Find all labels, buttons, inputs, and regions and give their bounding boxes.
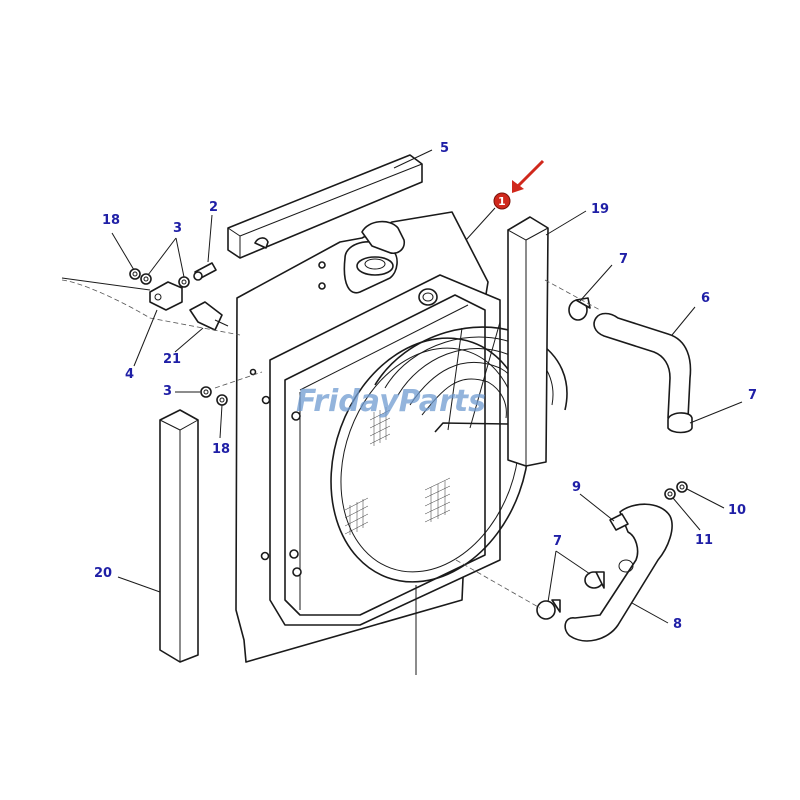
callout-18-upper[interactable]: 18 bbox=[102, 213, 120, 228]
washer-11 bbox=[664, 488, 676, 500]
red-arrow-head-icon bbox=[512, 180, 524, 193]
hose-clamp-right bbox=[667, 412, 693, 434]
callout-6[interactable]: 6 bbox=[701, 291, 710, 306]
bolt-2 bbox=[193, 262, 217, 281]
nut-18-upper bbox=[129, 268, 141, 280]
radiator-core bbox=[260, 220, 501, 626]
washer-3-lower bbox=[200, 386, 212, 398]
top-cushion-bar bbox=[227, 154, 423, 259]
red-arrow-icon bbox=[514, 159, 545, 190]
nut-18-lower bbox=[216, 394, 228, 406]
callout-21[interactable]: 21 bbox=[163, 352, 181, 367]
lower-hose bbox=[564, 503, 673, 642]
callout-3-upper[interactable]: 3 bbox=[173, 221, 182, 236]
callout-4[interactable]: 4 bbox=[125, 367, 134, 382]
bracket-4 bbox=[149, 281, 183, 311]
callout-19[interactable]: 19 bbox=[591, 202, 609, 217]
hose-clamp-upper bbox=[568, 297, 591, 321]
part-badge-label: 1 bbox=[498, 195, 506, 208]
callout-2[interactable]: 2 bbox=[209, 200, 218, 215]
callout-20[interactable]: 20 bbox=[94, 566, 112, 581]
fan-shroud bbox=[330, 337, 530, 583]
nut-10 bbox=[676, 481, 688, 493]
callout-7-lower[interactable]: 7 bbox=[553, 534, 562, 549]
mount-21 bbox=[189, 301, 229, 331]
callout-11[interactable]: 11 bbox=[695, 533, 713, 548]
callout-10[interactable]: 10 bbox=[728, 503, 746, 518]
callout-7-upper[interactable]: 7 bbox=[619, 252, 628, 267]
callout-9[interactable]: 9 bbox=[572, 480, 581, 495]
hose-clamp-lower-a bbox=[584, 571, 605, 589]
callout-18-lower[interactable]: 18 bbox=[212, 442, 230, 457]
washer-3-upper-a bbox=[140, 273, 152, 285]
upper-hose bbox=[593, 312, 692, 419]
radiator-mesh bbox=[344, 407, 451, 535]
callout-8[interactable]: 8 bbox=[673, 617, 682, 632]
watermark-text: FridayParts bbox=[296, 384, 486, 419]
hose-clamp-lower-b bbox=[536, 599, 561, 620]
right-post bbox=[507, 216, 549, 467]
callout-5[interactable]: 5 bbox=[440, 141, 449, 156]
part-badge[interactable] bbox=[493, 192, 511, 210]
callout-labels: 5 19 18 3 2 7 6 4 21 3 7 18 9 10 11 7 20… bbox=[94, 141, 757, 632]
left-post bbox=[159, 409, 199, 663]
highlight-marker: 1 bbox=[493, 159, 545, 210]
callout-7-right[interactable]: 7 bbox=[748, 388, 757, 403]
washer-3-upper-b bbox=[178, 276, 190, 288]
leader-lines bbox=[111, 149, 743, 624]
callout-3-lower[interactable]: 3 bbox=[163, 384, 172, 399]
hose-bracket bbox=[609, 513, 629, 531]
